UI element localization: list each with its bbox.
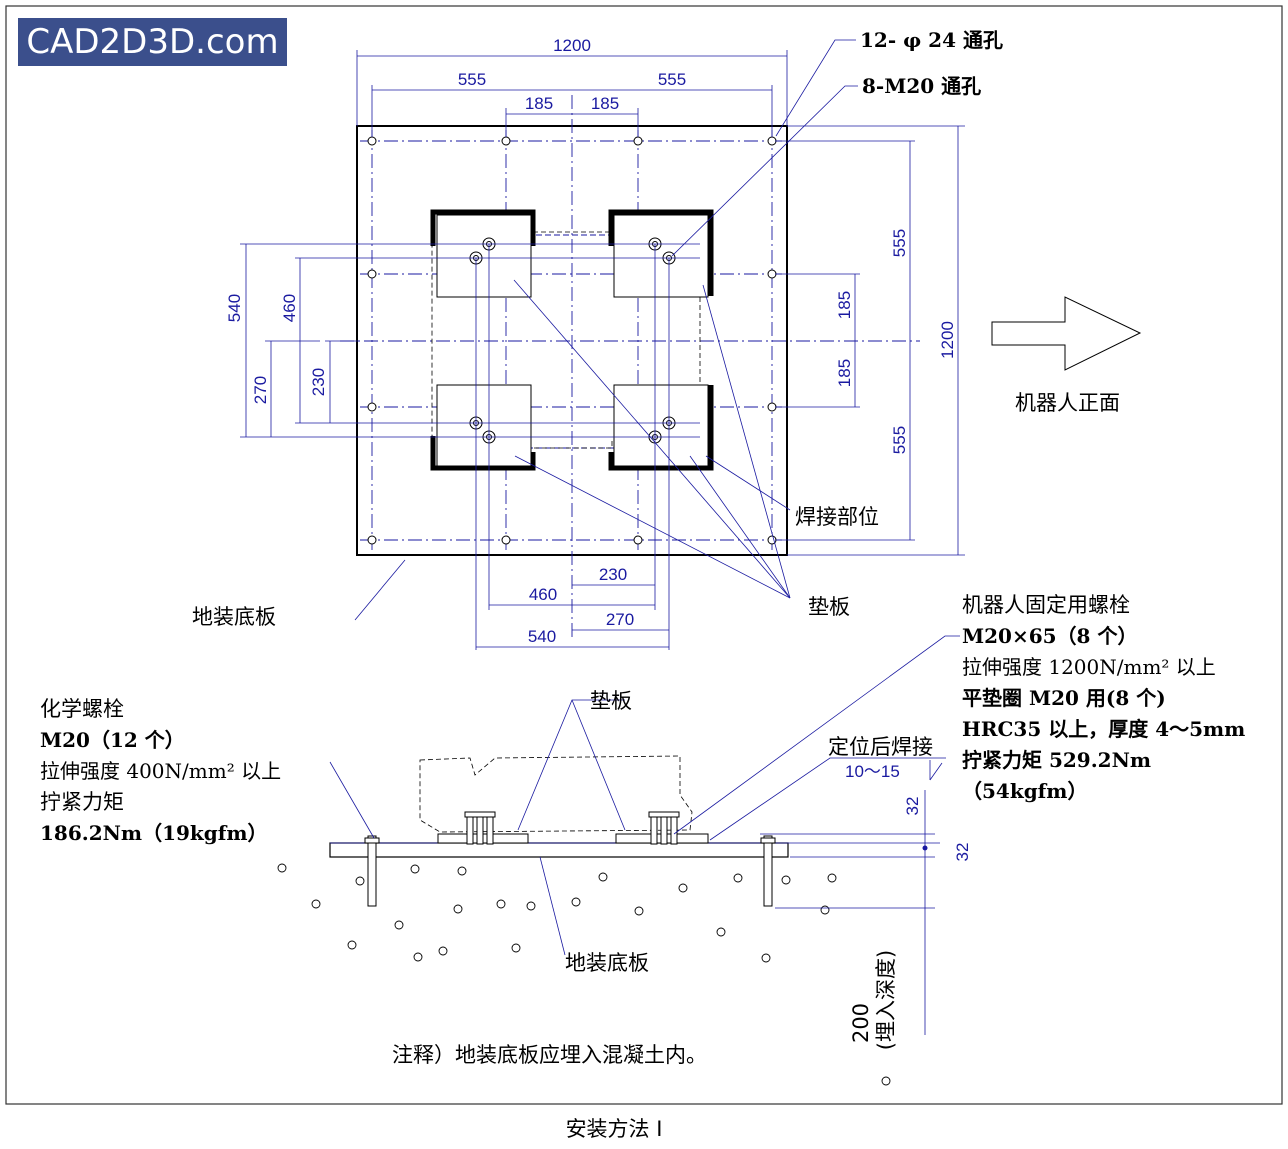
dim-top-left: 555 [458,70,486,89]
through-holes [367,136,777,545]
robot-bolt-line-7: （54kgfm） [962,779,1087,803]
section-chemical-bolts [364,835,776,907]
dim-bottom-540: 540 [528,627,556,646]
dim-left-540: 540 [225,294,244,322]
section-note: 注释）地装底板应埋入混凝土内。 [392,1043,707,1067]
site-logo-text: CAD2D3D.com [26,22,279,62]
label-weld-area: 焊接部位 [795,505,879,529]
dim-right-overall: 1200 [938,321,957,359]
dim-point-icon [922,845,928,851]
concrete-aggregate [277,863,891,1086]
chem-bolt-line-2: M20（12 个） [40,728,185,752]
dim-embed-depth: 200 [849,1003,873,1043]
dim-right-mid-lower: 185 [835,359,854,387]
dim-top-overall: 1200 [553,36,591,55]
label-through-holes: 12- φ 24 通孔 [860,28,1003,52]
chem-bolt-line-4: 拧紧力矩 [40,790,124,814]
section-dimension-lines [760,790,935,1035]
label-robot-front: 机器人正面 [1015,391,1120,415]
label-weld-after-positioning: 定位后焊接 [828,735,933,759]
plan-leader-lines [354,39,858,621]
shim-pads [436,214,709,468]
robot-bolt-line-2: M20×65（8 个） [962,624,1137,648]
section-leader-lines [329,635,960,956]
label-embed-depth: (埋入深度) [874,950,898,1050]
right-dimension-lines [775,125,965,556]
label-base-plate: 地装底板 [192,605,276,629]
robot-bolt-line-3: 拉伸强度 1200N/mm² 以上 [962,655,1216,679]
plan-view: 1200 555 555 185 185 230 460 270 540 540… [192,28,1142,650]
left-dimension-lines [245,244,360,437]
chem-bolt-line-1: 化学螺栓 [40,697,124,721]
drawing-frame [5,5,1283,1105]
dim-top-inner-right: 185 [591,94,619,113]
weld-beads [430,209,714,471]
site-logo[interactable] [18,18,287,66]
section-base-plate [329,842,789,858]
section-view: 32 32 200 (埋入深度) 化学螺栓 M20（12 个） 拉伸强度 400… [40,593,1245,1086]
bottom-dimension-lines [476,584,669,648]
section-robot-bolts [464,811,680,845]
chem-bolt-line-3: 拉伸强度 400N/mm² 以上 [40,759,281,783]
robot-bolt-line-6: 拧紧力矩 529.2Nm [962,748,1151,772]
dim-bottom-230: 230 [599,565,627,584]
robot-bolt-line-1: 机器人固定用螺栓 [962,593,1130,617]
dim-bottom-270: 270 [606,610,634,629]
bolt-ref-lines [240,243,700,650]
figure-caption: 安装方法 I [566,1117,663,1141]
dim-right-upper: 555 [890,229,909,257]
label-section-base-plate: 地装底板 [565,951,649,975]
dim-bottom-460: 460 [529,585,557,604]
dim-right-lower: 555 [890,426,909,454]
dim-top-inner-left: 185 [525,94,553,113]
dim-left-460: 460 [280,294,299,322]
label-shim: 垫板 [808,595,850,619]
label-section-shim: 垫板 [590,689,632,713]
dim-top-right: 555 [658,70,686,89]
dim-right-mid-upper: 185 [835,291,854,319]
chem-bolt-line-5: 186.2Nm（19kgfm） [40,821,268,845]
label-m20-holes: 8-M20 通孔 [862,74,981,98]
robot-bolt-line-4: 平垫圈 M20 用(8 个) [962,686,1166,710]
dim-left-270: 270 [251,376,270,404]
center-lines [340,95,920,640]
top-dimension-lines [356,50,788,137]
label-weld-size: 10～15 [845,762,900,781]
robot-front-arrow-icon [991,296,1142,371]
dim-section-32a: 32 [903,797,922,816]
robot-bolt-line-5: HRC35 以上，厚度 4～5mm [962,717,1245,741]
dim-left-230: 230 [309,368,328,396]
dim-section-32b: 32 [953,843,972,862]
